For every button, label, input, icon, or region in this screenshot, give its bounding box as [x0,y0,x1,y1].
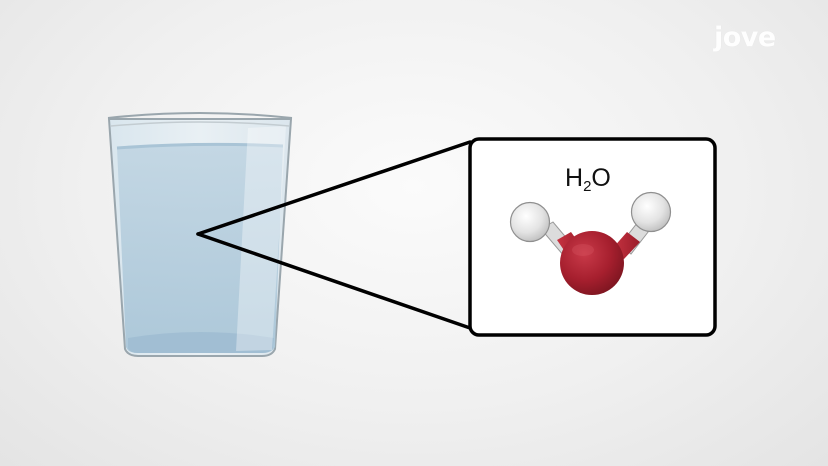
formula-subscript: 2 [583,178,592,195]
water-glass-icon [107,112,293,357]
hydrogen-atom-left [509,201,551,243]
formula-element-o: O [591,164,611,192]
jove-logo: jove [714,22,776,53]
chemical-formula: H2O [565,164,611,195]
hydrogen-atom-right [630,191,672,233]
oxygen-atom [560,231,624,295]
zoom-callout-lines [196,140,472,330]
formula-element-h: H [565,164,584,192]
water-molecule-icon [509,191,672,295]
